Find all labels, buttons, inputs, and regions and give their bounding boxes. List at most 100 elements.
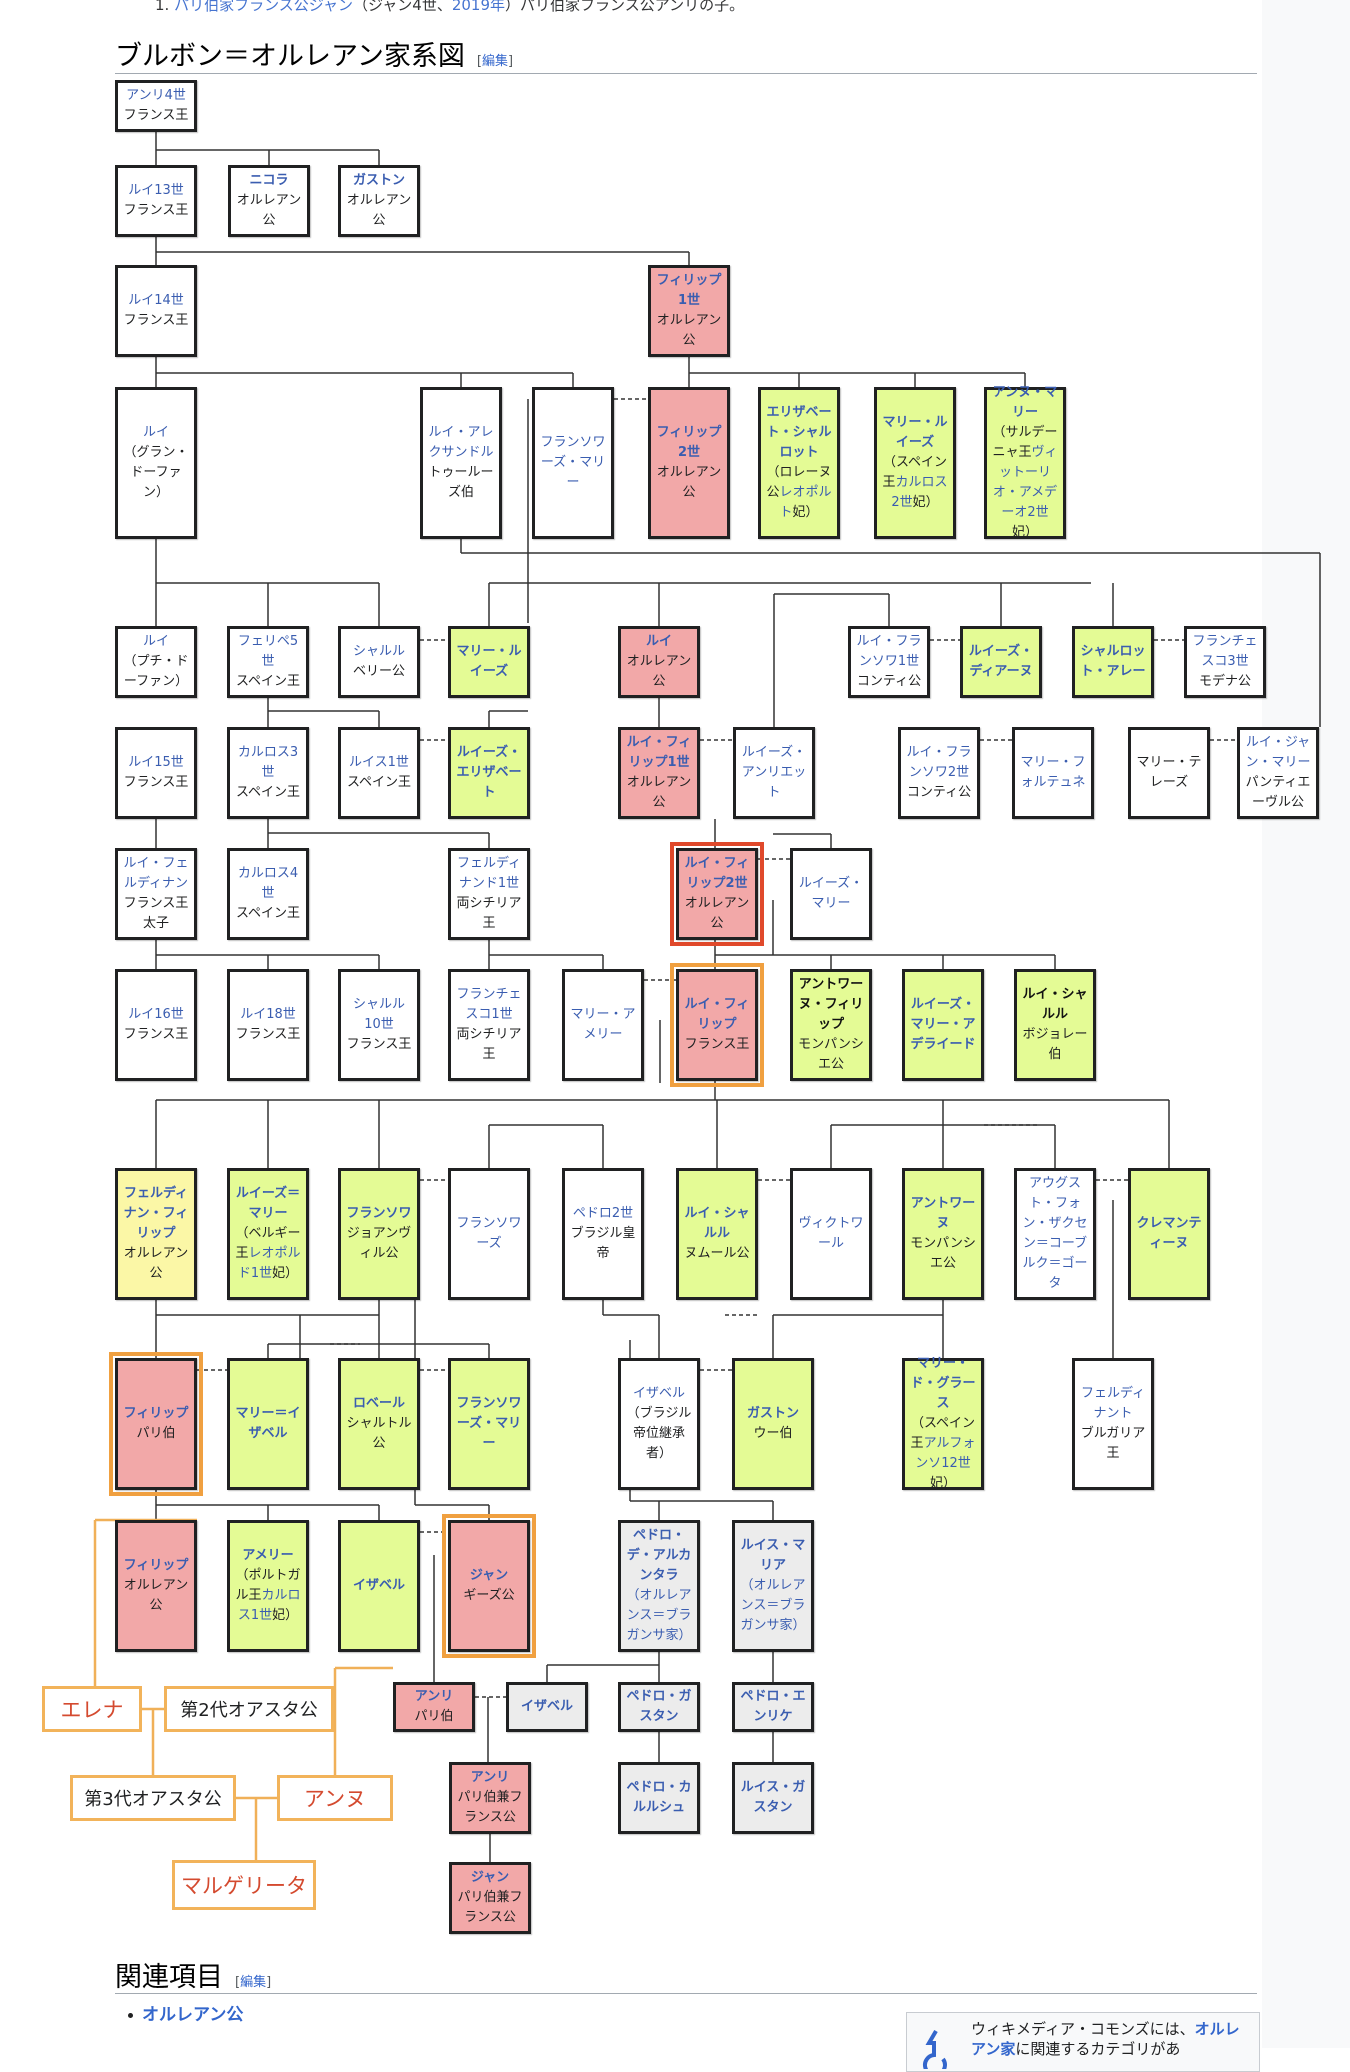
person-name-link[interactable]: ヴィクトワール [798,1216,864,1251]
person-title: フランス王 [684,1037,750,1052]
person-name-link[interactable]: ルイ16世 [128,1007,184,1022]
person-name-link[interactable]: フェルディナン・フィリップ [123,1186,189,1241]
person-name-link[interactable]: ロベール [352,1396,405,1411]
person-name-link[interactable]: ルイ18世 [240,1007,296,1022]
person-name-link[interactable]: ルイ15世 [128,755,184,770]
person-name-link[interactable]: ルイーズ・ディアーヌ [968,644,1034,679]
person-name-link[interactable]: アンリ [470,1770,510,1785]
person-name-link[interactable]: ペドロ・ガスタン [626,1689,692,1724]
person-name-link[interactable]: フェルディナンド1世 [456,856,522,891]
person-name-link[interactable]: ルイ・アレクサンドル [428,425,494,460]
person-name-link[interactable]: アントワーヌ・フィリップ [798,977,864,1032]
person-name-link[interactable]: シャルル10世 [352,997,405,1032]
person-name-link[interactable]: マリー＝イザベル [235,1406,301,1441]
person-name-link[interactable]: ルイーズ・アンリエット [741,745,807,800]
person-name-link[interactable]: エリザベート・シャルロット [766,405,832,460]
person-name-link[interactable]: アンヌ・マリー [992,385,1058,420]
person-name-link[interactable]: ペドロ・カルルシュ [626,1780,692,1815]
person-name-link[interactable]: フェリペ5世 [237,634,299,669]
person-name-link[interactable]: フランソワーズ・マリー [456,1396,522,1451]
person-name-link[interactable]: マリー・ルイーズ [456,644,522,679]
person-name-link[interactable]: フェルディナント [1080,1386,1146,1421]
note-link-year[interactable]: 2019年 [451,0,506,14]
person-name-link[interactable]: クレマンティーヌ [1136,1216,1202,1251]
person-name-link[interactable]: フランソワーズ・マリー [540,435,606,490]
person-name-link[interactable]: イザベル [352,1578,405,1593]
person-name-link[interactable]: ルイ・フェルディナン [123,856,189,891]
edit-section-link[interactable]: 編集 [240,1975,267,1990]
person-name-link[interactable]: アントワーヌ [910,1196,976,1231]
spouse-link[interactable]: ヴィットーリオ・アメデーオ2世 [992,445,1058,520]
person-name-link[interactable]: ルイス1世 [349,755,409,770]
person-name-link[interactable]: ルイ・フィリップ1世 [626,735,692,770]
person-name-link[interactable]: ガストン [352,173,405,188]
person-name-link[interactable]: ルイ13世 [128,183,184,198]
person-name-link[interactable]: ルイ・シャルル [684,1206,750,1241]
person-name-link[interactable]: イザベル [632,1386,685,1401]
spouse-link[interactable]: レオポルド1世 [237,1246,301,1281]
person-name-link[interactable]: フランソワ [346,1206,412,1221]
person-title: オルレアン公 [626,654,692,689]
person-name-link[interactable]: ルイ [142,634,169,649]
person-name-link[interactable]: ペドロ・デ・アルカンタラ [626,1528,692,1583]
person-name-link[interactable]: カルロス4世 [237,866,299,901]
person-name-link[interactable]: アウグスト・フォン・ザクセン＝コーブルク＝ゴータ [1022,1176,1088,1291]
person-name-link[interactable]: ルイ [645,634,672,649]
person-name-link[interactable]: イザベル [520,1699,573,1714]
person-name-link[interactable]: ルイ・フィリップ [684,997,750,1032]
spouse-link[interactable]: アルフォンソ12世 [915,1436,976,1471]
person-title: （スペイン王アルフォンソ12世妃） [910,1416,976,1491]
spouse-link[interactable]: カルロス2世 [891,475,948,510]
person-name-link[interactable]: ペドロ2世 [572,1206,634,1221]
person-name-link[interactable]: フランソワーズ [456,1216,522,1251]
person-name-link[interactable]: ルイーズ・マリー [798,876,864,911]
person-name-link[interactable]: ルイーズ・エリザベート [456,745,522,800]
person-name-link[interactable]: フランチェスコ3世 [1192,634,1258,669]
person-name-link[interactable]: フィリップ [123,1558,189,1573]
person-name-link[interactable]: ルイス・マリア [740,1538,806,1573]
person-name-link[interactable]: ルイ・フランソワ1世 [856,634,922,669]
title-suffix: 妃） [1011,525,1038,540]
person-name-link[interactable]: ルイ14世 [128,293,184,308]
previous-section-note: 1. パリ伯家フランス公ジャン（ジャン4世、2019年）パリ伯家フランス公アンリ… [155,0,744,15]
person-name-link[interactable]: マリー・ド・グラース [910,1356,976,1411]
person-name-link[interactable]: マリー・ルイーズ [882,415,948,450]
person-name-link[interactable]: ルイ・フランソワ2世 [906,745,972,780]
person-name-link[interactable]: アンリ [414,1689,454,1704]
person-name-link[interactable]: フィリップ [123,1406,189,1421]
person-name-link[interactable]: フィリップ2世 [656,425,722,460]
person-name-link[interactable]: ルイーズ・マリー・アデライード [910,997,976,1052]
note-link-jean[interactable]: パリ伯家フランス公ジャン [174,0,354,14]
person-name-link[interactable]: ジャン [469,1568,509,1583]
person-name-link[interactable]: ガストン [746,1406,799,1421]
person-name-link[interactable]: ペドロ・エンリケ [740,1689,806,1724]
person-name-link[interactable]: マリー・フォルテュネ [1020,755,1086,790]
person-name-link[interactable]: シャルル [352,644,405,659]
person-name-link[interactable]: フランチェスコ1世 [456,987,522,1022]
person-name-link[interactable]: ルイ [142,425,169,440]
person-title: スペイン王 [235,674,301,689]
person-title: パンティエーヴル公 [1245,775,1311,810]
edit-section-link[interactable]: 編集 [482,54,509,69]
person-name-link[interactable]: ルイス・ガスタン [740,1780,806,1815]
spouse-link[interactable]: （オルレアンス＝ブラガンサ家） [626,1588,692,1643]
spouse-link[interactable]: カルロス1世 [237,1588,301,1623]
person-name-link[interactable]: ルイ・ジャン・マリー [1245,735,1311,770]
person-box-elisabeth_charlotte: エリザベート・シャルロット（ロレーヌ公レオポルト妃） [758,387,840,539]
person-title: パリ伯 [414,1709,454,1724]
person-name-link[interactable]: ルイ・シャルル [1022,987,1088,1022]
person-name-link[interactable]: ルイーズ＝マリー [235,1186,301,1221]
person-name-link[interactable]: ルイ・フィリップ2世 [684,856,750,891]
person-title: ギーズ公 [463,1588,515,1603]
spouse-link[interactable]: レオポルト [779,485,832,520]
person-name-link[interactable]: フィリップ1世 [656,273,722,308]
person-name-link[interactable]: アンリ4世 [126,88,186,103]
person-name-link[interactable]: アメリー [242,1548,294,1563]
person-name-link[interactable]: ニコラ [249,173,289,188]
person-name-link[interactable]: カルロス3世 [237,745,299,780]
person-name-link[interactable]: マリー・アメリー [570,1007,636,1042]
related-link-orleans-duke[interactable]: オルレアン公 [142,2005,244,2025]
person-name-link[interactable]: ジャン [470,1870,510,1885]
person-name-link[interactable]: シャルロット・アレー [1080,644,1146,679]
spouse-link[interactable]: （オルレアンス＝ブラガンサ家） [740,1578,806,1633]
